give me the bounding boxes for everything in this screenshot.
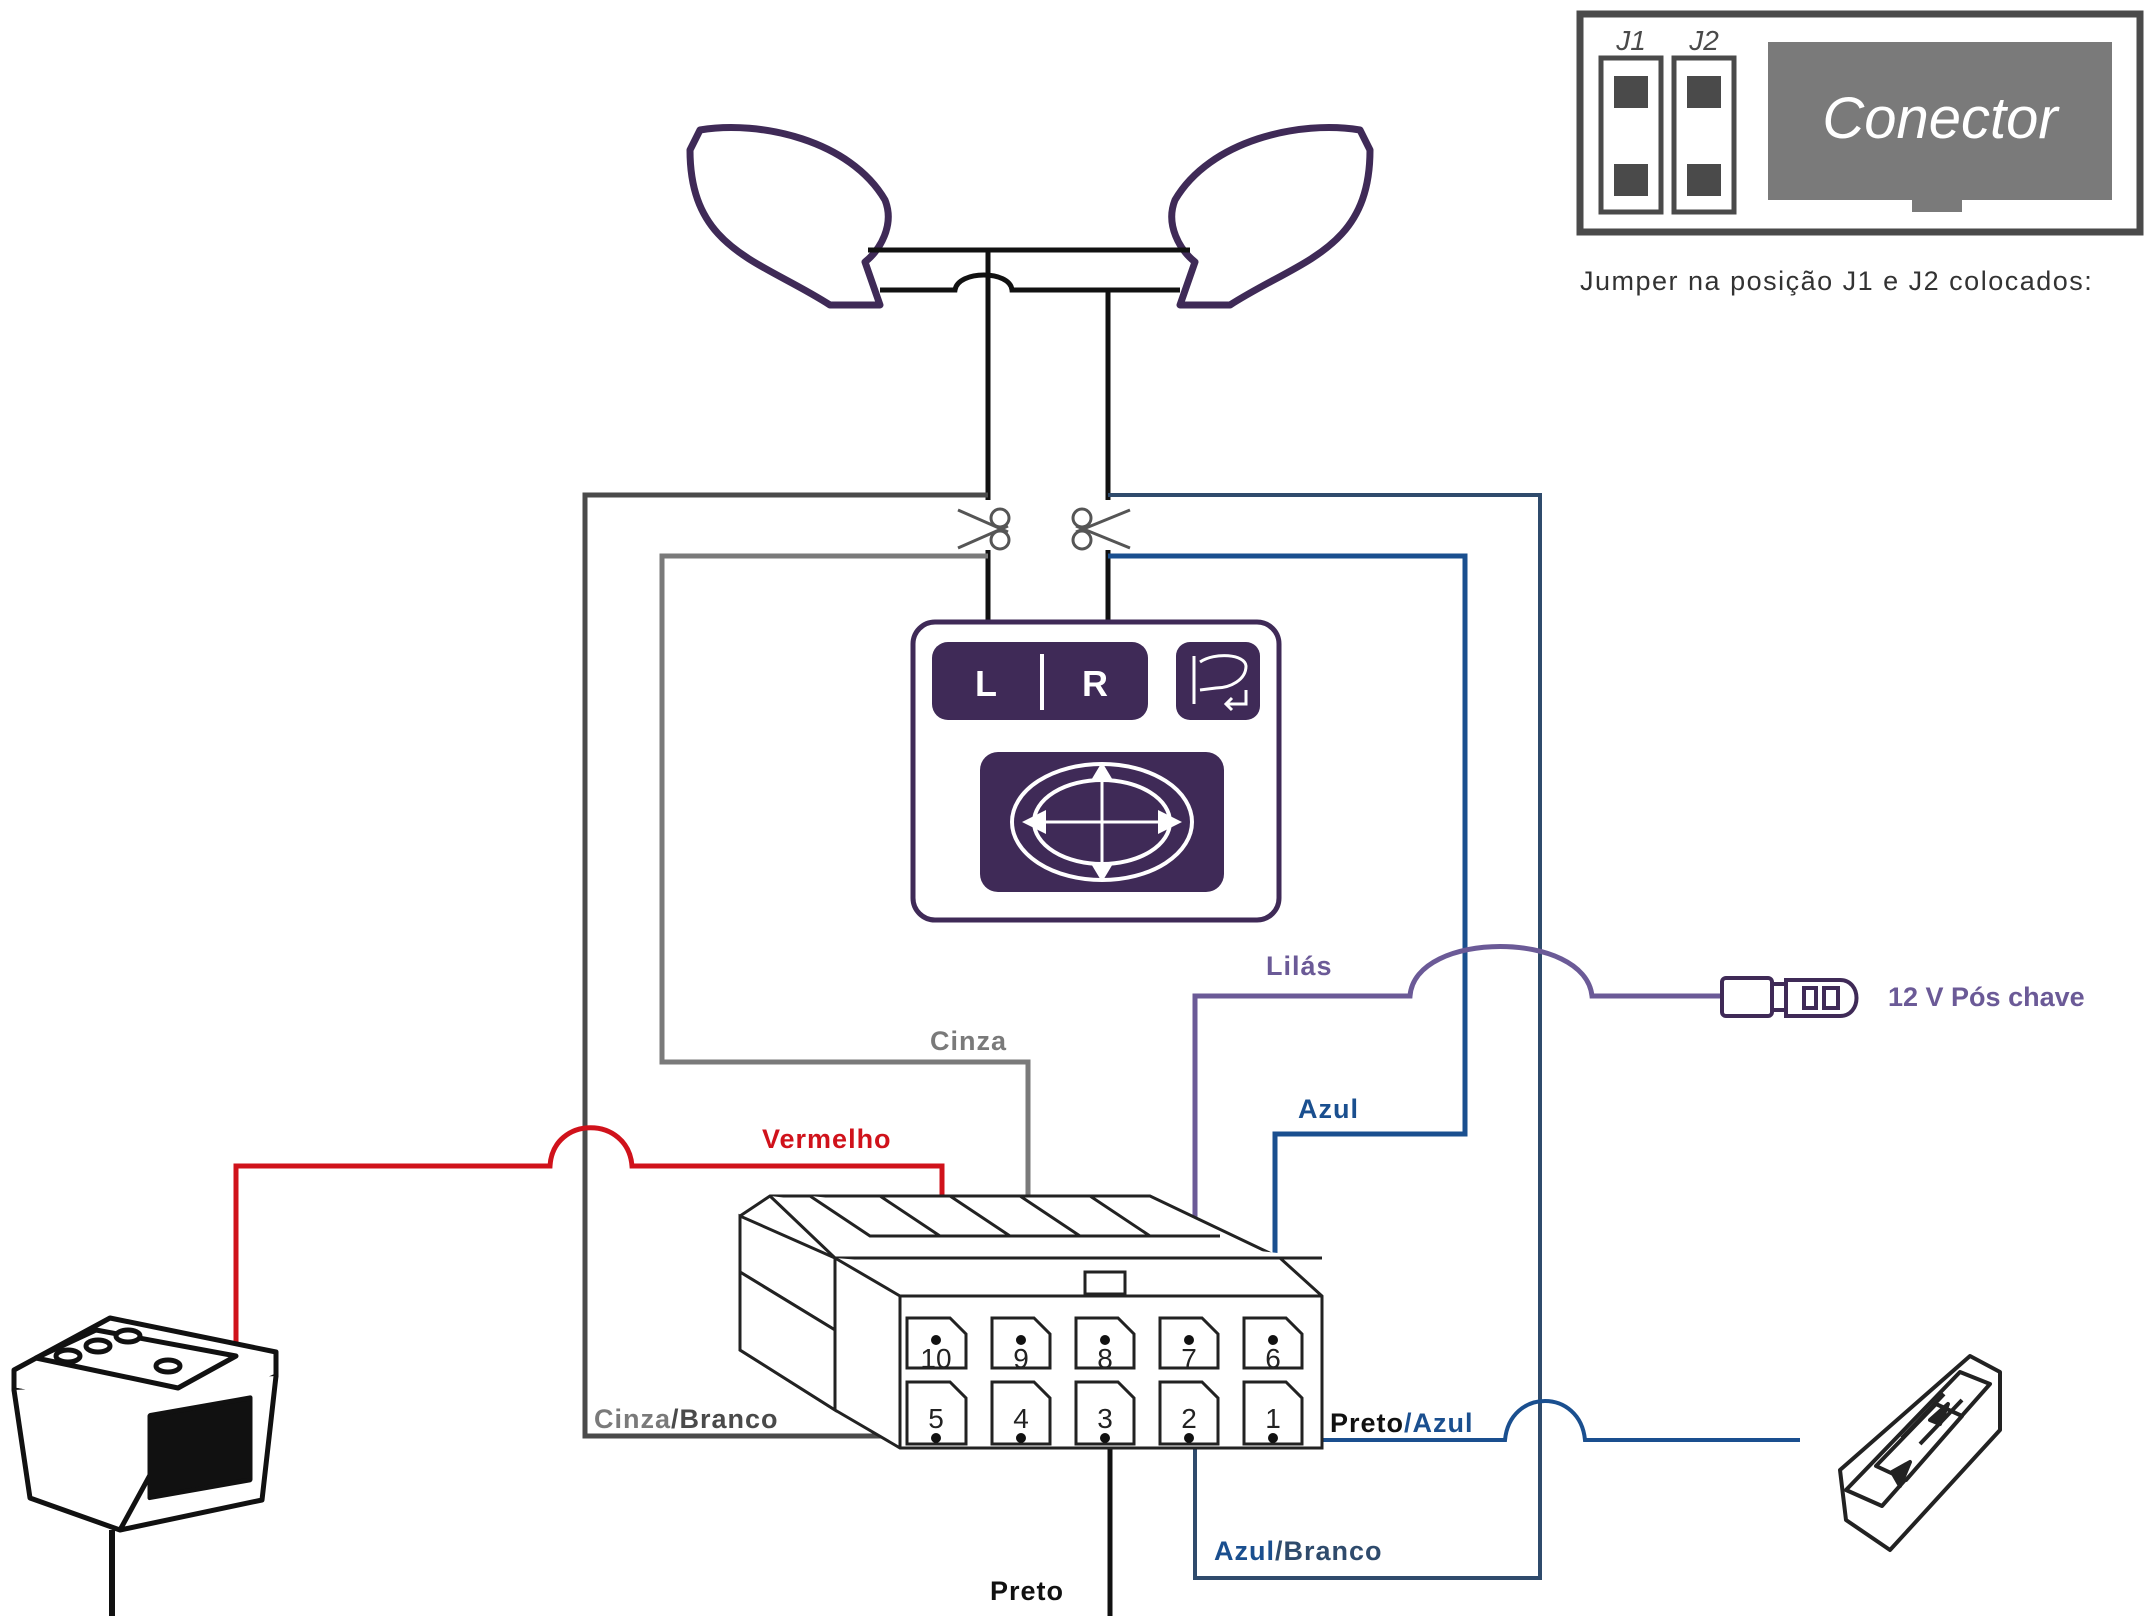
connector-pins — [905, 1316, 1304, 1446]
arrow-left-icon — [1022, 810, 1046, 834]
battery-icon — [11, 1315, 279, 1533]
fold-button — [1176, 642, 1260, 720]
label-preto-azul: Preto/Azul — [1330, 1408, 1474, 1438]
left-mirror-shape — [686, 124, 892, 309]
pin-label: 7 — [1181, 1343, 1197, 1374]
window-switch-icon — [1838, 1354, 2002, 1552]
pin-label: 3 — [1097, 1403, 1113, 1434]
mirrors — [686, 124, 1374, 309]
fold-icon — [1192, 654, 1248, 712]
pin-label: 6 — [1265, 1343, 1281, 1374]
jumper-j2-label: J2 — [1688, 25, 1719, 56]
wire-preto-azul — [1275, 1399, 1800, 1442]
wire-azul-branco-return — [1108, 493, 1542, 1580]
pin-label: 5 — [928, 1403, 944, 1434]
wire-cinza — [659, 553, 1031, 1340]
wire-cinza-branco — [582, 492, 988, 1439]
mirror-control-panel: L R — [910, 619, 1282, 923]
pin-dots — [931, 1335, 1278, 1443]
pin-label: 1 — [1265, 1403, 1281, 1434]
arrow-up-icon — [1090, 762, 1114, 782]
label-vermelho: Vermelho — [762, 1124, 892, 1154]
label-azul-branco: Azul/Branco — [1214, 1536, 1383, 1566]
power-plug-icon — [1720, 976, 1859, 1018]
label-cinza: Cinza — [930, 1026, 1007, 1056]
label-azul: Azul — [1298, 1094, 1359, 1124]
pin-label: 10 — [920, 1343, 951, 1374]
pin-label: 2 — [1181, 1403, 1197, 1434]
arrow-right-icon — [1158, 810, 1182, 834]
pin-label: 4 — [1013, 1403, 1029, 1434]
wire-lilas — [1192, 944, 1725, 1340]
scissors-icon — [1071, 507, 1131, 551]
label-lilas: Lilás — [1266, 951, 1333, 981]
left-button-label: L — [975, 663, 997, 704]
pin-numbers: 10 9 8 7 6 5 4 3 2 1 — [920, 1343, 1280, 1434]
wire-azul — [1108, 553, 1468, 1340]
mirror-wires — [985, 250, 1111, 640]
connector-title: Conector — [1822, 86, 2060, 151]
right-button-label: R — [1082, 663, 1108, 704]
mirror-mount — [868, 247, 1190, 293]
label-preto: Preto — [990, 1576, 1064, 1606]
pin-label: 9 — [1013, 1343, 1029, 1374]
wire-vermelho — [233, 1125, 945, 1360]
right-mirror-shape — [1168, 124, 1374, 309]
label-power: 12 V Pós chave — [1888, 982, 2085, 1012]
label-cinza-branco: Cinza/Branco — [594, 1404, 779, 1434]
arrow-down-icon — [1090, 862, 1114, 882]
jumper-j1-label: J1 — [1615, 25, 1646, 56]
pin-label: 8 — [1097, 1343, 1113, 1374]
connector-panel: J1 J2 Conector — [1576, 10, 2144, 236]
scissors-icon — [957, 507, 1011, 551]
jumper-caption: Jumper na posição J1 e J2 colocados: — [1580, 266, 2093, 296]
